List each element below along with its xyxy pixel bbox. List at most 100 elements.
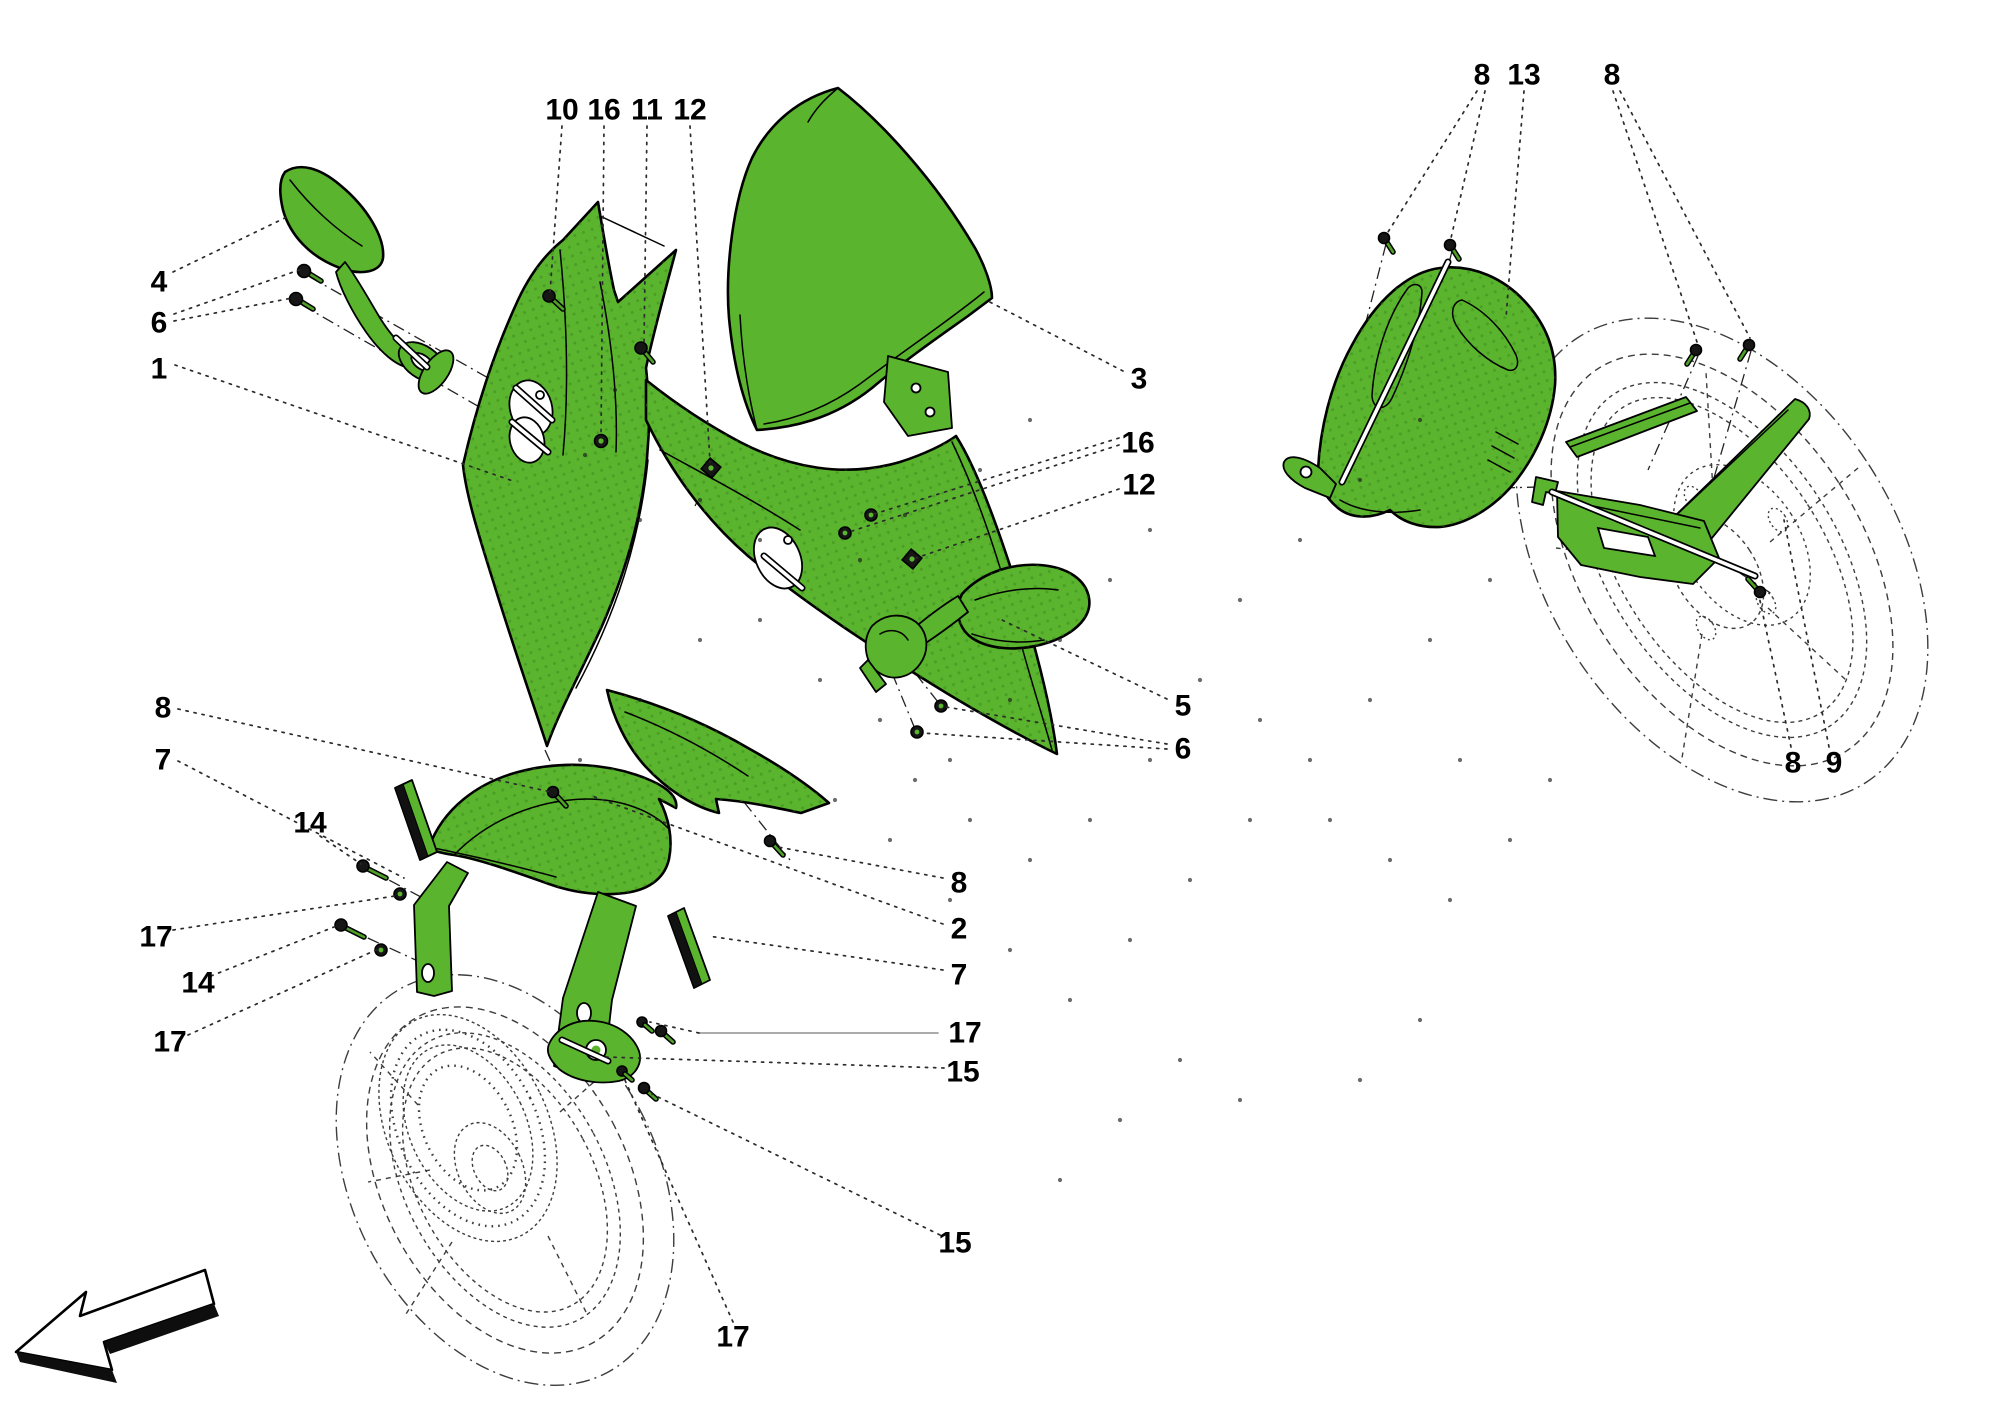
leader-line-8-0 (1612, 90, 1698, 343)
texture-dot (877, 717, 883, 723)
callout-c17d[interactable]: 17 (716, 1321, 749, 1354)
callout-c16b[interactable]: 16 (1121, 427, 1154, 460)
texture-dot (1427, 637, 1433, 643)
texture-dot (1327, 817, 1333, 823)
leader-line-8-0 (177, 708, 552, 793)
front-wheel-reference (335, 974, 675, 1386)
callout-c12b[interactable]: 12 (1122, 469, 1155, 502)
screw (1737, 338, 1756, 362)
texture-dot (637, 517, 643, 523)
part-reflector-strip-left (394, 779, 438, 861)
texture-dot (1247, 817, 1253, 823)
callout-c17b[interactable]: 17 (153, 1026, 186, 1059)
texture-dot (1307, 757, 1313, 763)
callout-c7L[interactable]: 7 (155, 744, 172, 777)
callout-c6a[interactable]: 6 (151, 307, 168, 340)
callout-c13[interactable]: 13 (1507, 59, 1540, 92)
callout-c8T1[interactable]: 8 (1474, 59, 1491, 92)
screw (1745, 576, 1767, 599)
bolt (288, 291, 316, 312)
callout-c6b[interactable]: 6 (1175, 733, 1192, 766)
callout-c8T2[interactable]: 8 (1604, 59, 1621, 92)
callout-c11[interactable]: 11 (631, 94, 663, 127)
screw (542, 289, 566, 312)
texture-dot (1457, 757, 1463, 763)
clip (700, 457, 722, 479)
fixing-rods (508, 384, 806, 592)
callout-c4[interactable]: 4 (151, 266, 168, 299)
callout-c8R[interactable]: 8 (1785, 747, 1802, 780)
leader-line-12-0 (689, 125, 711, 463)
bolt (910, 725, 924, 739)
callout-c14b[interactable]: 14 (181, 967, 215, 1000)
texture-dot (887, 837, 893, 843)
texture-dot (637, 697, 643, 703)
leader-line-7-0 (707, 935, 944, 971)
callout-c5[interactable]: 5 (1175, 690, 1192, 723)
bolt (334, 918, 367, 940)
texture-dot (1447, 897, 1453, 903)
texture-dot (1197, 677, 1203, 683)
callout-c15a[interactable]: 15 (946, 1056, 979, 1089)
callout-c8M[interactable]: 8 (951, 867, 968, 900)
texture-dot (1357, 477, 1363, 483)
leader-line-5-0 (1001, 619, 1168, 700)
texture-dot (967, 817, 973, 823)
texture-dot (582, 452, 588, 458)
bolt (634, 341, 656, 365)
callout-c9[interactable]: 9 (1826, 747, 1843, 780)
callout-c2[interactable]: 2 (951, 913, 968, 946)
texture-dot (1087, 817, 1093, 823)
callout-c14a[interactable]: 14 (293, 807, 327, 840)
texture-dot (977, 467, 983, 473)
leader-line-8-1 (1619, 90, 1751, 339)
texture-dot (577, 757, 583, 763)
texture-dot (857, 557, 863, 563)
part-headlight-fairing (461, 200, 1059, 756)
callout-c1[interactable]: 1 (151, 353, 168, 386)
texture-dot (1177, 1057, 1183, 1063)
leader-line-10-0 (549, 125, 563, 294)
leader-line-17-0 (623, 1077, 734, 1323)
leader-line-4-0 (172, 214, 292, 273)
texture-dot (1007, 947, 1013, 953)
texture-dot (1297, 537, 1303, 543)
screw (1443, 238, 1462, 262)
bolt (356, 859, 389, 881)
callout-c16a[interactable]: 16 (587, 94, 620, 127)
texture-dot (1027, 417, 1033, 423)
nut (838, 526, 852, 540)
nut (864, 508, 878, 522)
callout-c12a[interactable]: 12 (673, 94, 706, 127)
callout-c10[interactable]: 10 (545, 94, 578, 127)
texture-dot (1237, 1097, 1243, 1103)
texture-dot (697, 637, 703, 643)
callout-c7M[interactable]: 7 (951, 959, 968, 992)
texture-dot (1007, 697, 1013, 703)
texture-dot (817, 677, 823, 683)
leader-line-8-0 (1758, 595, 1792, 748)
callout-c15b[interactable]: 15 (938, 1227, 971, 1260)
leader-line-14-0 (319, 835, 362, 865)
texture-dot (1417, 417, 1423, 423)
texture-dot (1257, 717, 1263, 723)
guard-pin (1531, 476, 1559, 506)
texture-dot (912, 777, 918, 783)
callout-c8L[interactable]: 8 (155, 692, 172, 725)
texture-dot (1547, 777, 1553, 783)
callout-c17a[interactable]: 17 (139, 921, 172, 954)
leader-line-6-1 (921, 732, 1168, 750)
leader-line-7-0 (177, 760, 405, 879)
texture-dots (577, 387, 1553, 1183)
leader-line-3-0 (985, 299, 1124, 372)
pin (636, 1016, 655, 1034)
texture-dot (1127, 937, 1133, 943)
leader-line-15-0 (605, 1056, 945, 1069)
leader-line-2-0 (591, 795, 944, 925)
callout-c3[interactable]: 3 (1131, 363, 1148, 396)
leader-line-6-1 (173, 297, 293, 322)
hugger-mount-tab (1282, 456, 1337, 499)
callout-c17c[interactable]: 17 (948, 1017, 981, 1050)
